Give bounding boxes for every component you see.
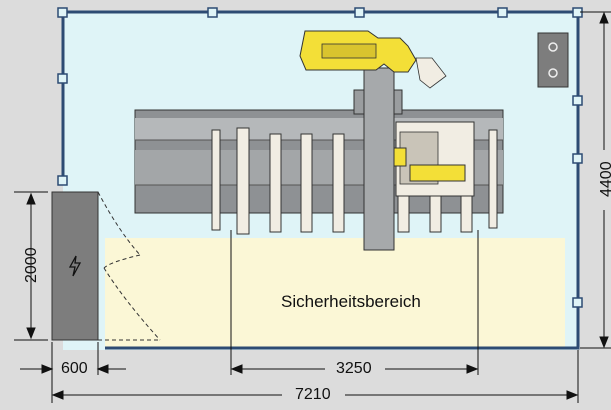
door-height-label: 2000 (23, 247, 40, 283)
gantry-column (353, 67, 403, 251)
door-panel (51, 191, 99, 341)
control-panel (537, 32, 569, 88)
dimension-total-width (51, 350, 579, 403)
total-height-label: 4400 (598, 161, 611, 197)
safety-zone-label: Sicherheitsbereich (281, 292, 421, 311)
door-width-label: 600 (61, 360, 88, 377)
robot-arm (299, 30, 447, 89)
dimension-door-width (20, 342, 126, 375)
safety-zone (105, 238, 565, 348)
fence-posts (57, 7, 583, 308)
lightning-icon (67, 255, 83, 277)
track-span-label: 3250 (336, 360, 372, 377)
dimension-total-height (580, 11, 611, 349)
total-width-label: 7210 (295, 386, 331, 403)
door-swing (97, 191, 161, 341)
work-table (385, 121, 475, 197)
dimension-door-height (14, 191, 48, 341)
dimension-track-span (230, 230, 479, 375)
